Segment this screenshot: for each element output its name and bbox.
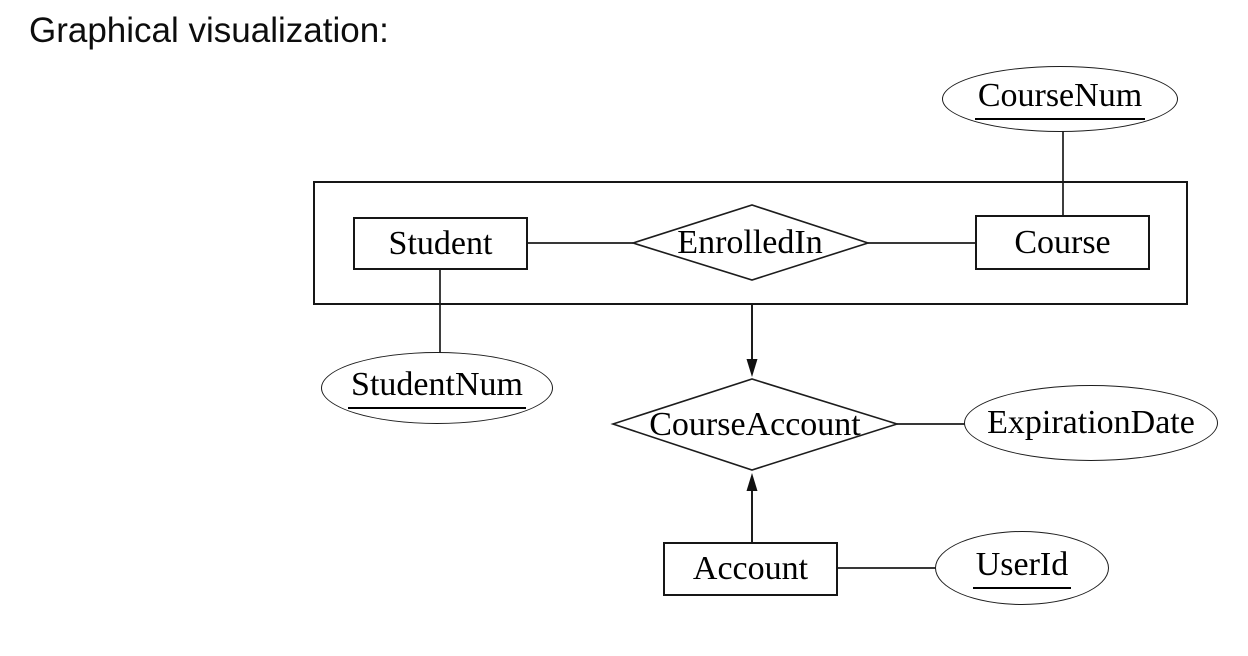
relationship-courseaccount-label: CourseAccount	[649, 406, 861, 443]
aggregation-box	[313, 181, 1188, 305]
attribute-userid-label: UserId	[972, 547, 1072, 589]
arrowhead-down-icon	[746, 359, 758, 377]
relationship-enrolledin-label: EnrolledIn	[677, 224, 823, 261]
attribute-coursenum-label: CourseNum	[974, 78, 1146, 120]
attribute-expirationdate: ExpirationDate	[964, 385, 1218, 461]
entity-account: Account	[663, 542, 838, 596]
relationship-diamond-courseaccount	[610, 378, 900, 471]
attribute-userid: UserId	[935, 531, 1109, 605]
entity-course: Course	[975, 215, 1150, 270]
entity-student: Student	[353, 217, 528, 270]
entity-student-label: Student	[388, 224, 493, 262]
arrowhead-up-icon	[746, 473, 758, 491]
entity-account-label: Account	[692, 550, 809, 587]
attribute-studentnum-label: StudentNum	[348, 367, 526, 409]
page-title: Graphical visualization:	[29, 11, 389, 50]
attribute-expirationdate-label: ExpirationDate	[987, 404, 1195, 441]
entity-course-label: Course	[1014, 223, 1111, 261]
relationship-diamond-enrolledin	[630, 204, 871, 281]
attribute-coursenum: CourseNum	[942, 66, 1178, 132]
attribute-studentnum: StudentNum	[321, 352, 553, 424]
